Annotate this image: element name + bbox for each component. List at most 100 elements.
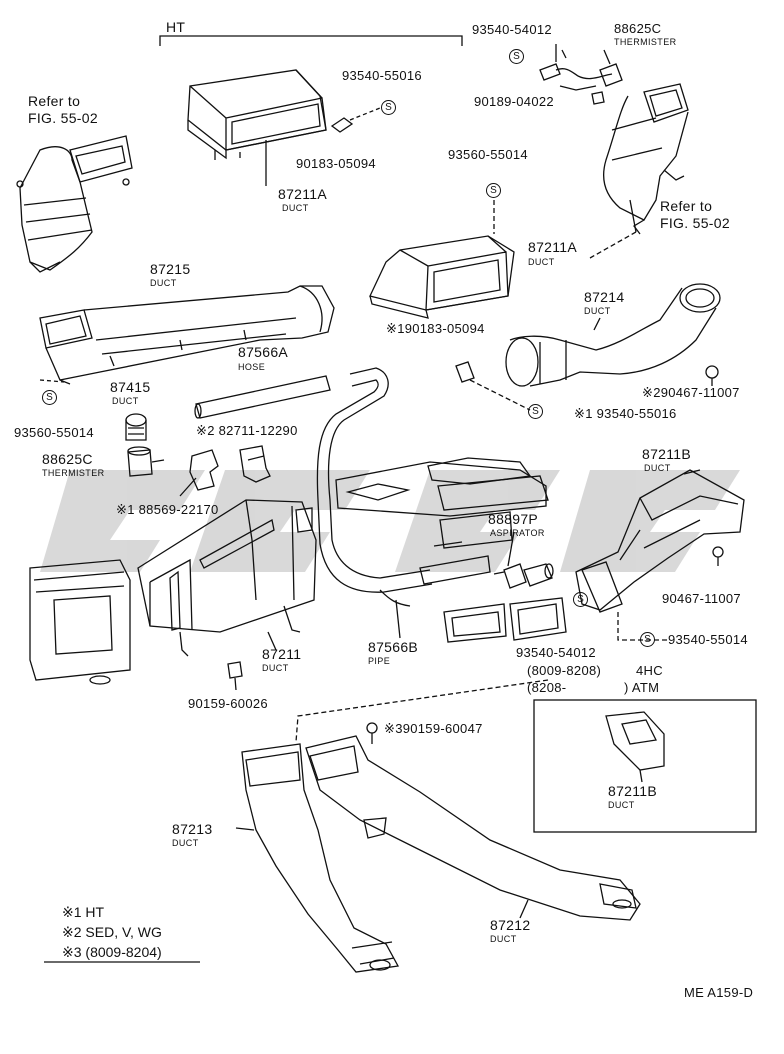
label-90159-60026: 90159-60026 [188,696,268,711]
sub-87415: DUCT [112,396,139,406]
clip-82711-12290 [239,445,271,483]
ref-top-right-2: FIG. 55-02 [660,215,730,231]
label-93560-55014-mid: 93560-55014 [448,147,528,162]
duct-87214 [505,283,721,387]
sub-87566a: HOSE [238,362,266,372]
duct-top-left-ref [16,135,133,273]
sub-88625c-left: THERMISTER [42,468,105,478]
label-87215: 87215 [150,261,191,277]
inset-note-1: 4HC [636,663,663,678]
duct-top-right-ref [603,83,689,235]
s-symbol-icon: S [381,100,396,115]
label-90183-05094: 90183-05094 [296,156,376,171]
sub-87215: DUCT [150,278,177,288]
label-88569-22170: ※1 88569-22170 [116,502,219,517]
hose-87566a [194,375,331,419]
dash-93540-55014 [617,612,668,641]
blower-unit-left [29,559,131,685]
legend-note-2: ※2 SED, V, WG [62,924,162,940]
leader-88897p [507,531,515,567]
duct-87211-main [137,499,317,657]
bolt-90159-60026 [227,661,243,691]
label-93540-55016: 93540-55016 [342,68,422,83]
ref-top-right-1: Refer to [660,198,713,214]
sub-87213: DUCT [172,838,199,848]
dash-ref-right [589,231,637,259]
s-symbol-icon: S [640,632,655,647]
label-88625c-left: 88625C [42,451,93,467]
label-87213: 87213 [172,821,213,837]
thermister-88625c-top [539,44,623,105]
duct-87213 [241,743,400,973]
leader-87211b [683,469,701,475]
screw-90467-11007 [712,546,724,566]
sub-87212: DUCT [490,934,517,944]
label-87214: 87214 [584,289,625,305]
ht-bracket [159,35,463,46]
inset-range-2: (8208- [527,680,567,695]
s-symbol-icon: S [573,592,588,607]
pipe-87566b [316,367,491,607]
label-82711-12290: ※2 82711-12290 [196,423,298,438]
ref-top-left-2: FIG. 55-02 [28,110,98,126]
label-87415: 87415 [110,379,151,395]
label-88625c-top: 88625C [614,21,662,36]
legend-note-3: ※3 (8009-8204) [62,944,162,960]
label-87211a-top: 87211A [278,186,328,202]
duct-87415 [125,413,147,441]
bolt-390159-60047 [366,722,378,744]
leader-87566b [395,599,401,639]
sub-88625c-top: THERMISTER [614,37,677,47]
sub-87214: DUCT [584,306,611,316]
label-87566b: 87566B [368,639,419,655]
duct-87211a-top [187,69,327,160]
ht-label: HT [166,19,186,35]
label-87211: 87211 [262,646,302,662]
label-87211b-box: 87211B [608,783,658,799]
label-93560-55014-left: 93560-55014 [14,425,94,440]
label-90189-04022: 90189-04022 [474,94,554,109]
s-symbol-icon: S [528,404,543,419]
legend-note-1: ※1 HT [62,904,105,920]
inset-range-1: (8009-8208) [527,663,602,678]
label-90467-11007: 90467-11007 [662,591,741,606]
ref-top-left-1: Refer to [28,93,81,109]
sub-87211: DUCT [262,663,289,673]
leader-87211 [267,631,277,651]
label-93540-55014: 93540-55014 [668,632,748,647]
fastener-90183-05094 [330,107,381,133]
label-87211a-mid: 87211A [528,239,578,255]
leader-87214 [593,317,601,331]
sub-87211b-box: DUCT [608,800,635,810]
leader-87213 [235,827,255,831]
sub-87211a-mid: DUCT [528,257,555,267]
aspirator-88897p [493,563,554,589]
screw-290467-11007 [705,365,719,386]
duct-87211b-right [575,469,745,613]
label-190183-05094: ※190183-05094 [386,321,485,336]
leader-87212 [519,899,529,919]
reference-code: ME A159-D [684,985,754,1000]
s-symbol-icon: S [509,49,524,64]
sub-88897p: ASPIRATOR [490,528,545,538]
vent-center-left [443,603,507,643]
thermister-88625c-left [127,446,165,477]
dash-lower-ducts [295,679,549,743]
duct-87212 [305,735,641,921]
sub-87211a-top: DUCT [282,203,309,213]
duct-87211a-mid [369,235,515,319]
label-87212: 87212 [490,917,531,933]
label-87566a: 87566A [238,344,289,360]
watermark-logo [40,470,740,572]
label-93540-54012-top: 93540-54012 [472,22,552,37]
label-290467-11007: ※290467-11007 [642,385,740,400]
sub-87566b: PIPE [368,656,391,666]
inset-box [533,699,757,833]
s-symbol-icon: S [486,183,501,198]
label-193540-55016: ※1 93540-55016 [574,406,677,421]
sub-87211b-right: DUCT [644,463,671,473]
vent-center-right [509,597,567,641]
label-390159-60047: ※390159-60047 [384,721,483,736]
inset-note-2: ) ATM [624,680,660,695]
